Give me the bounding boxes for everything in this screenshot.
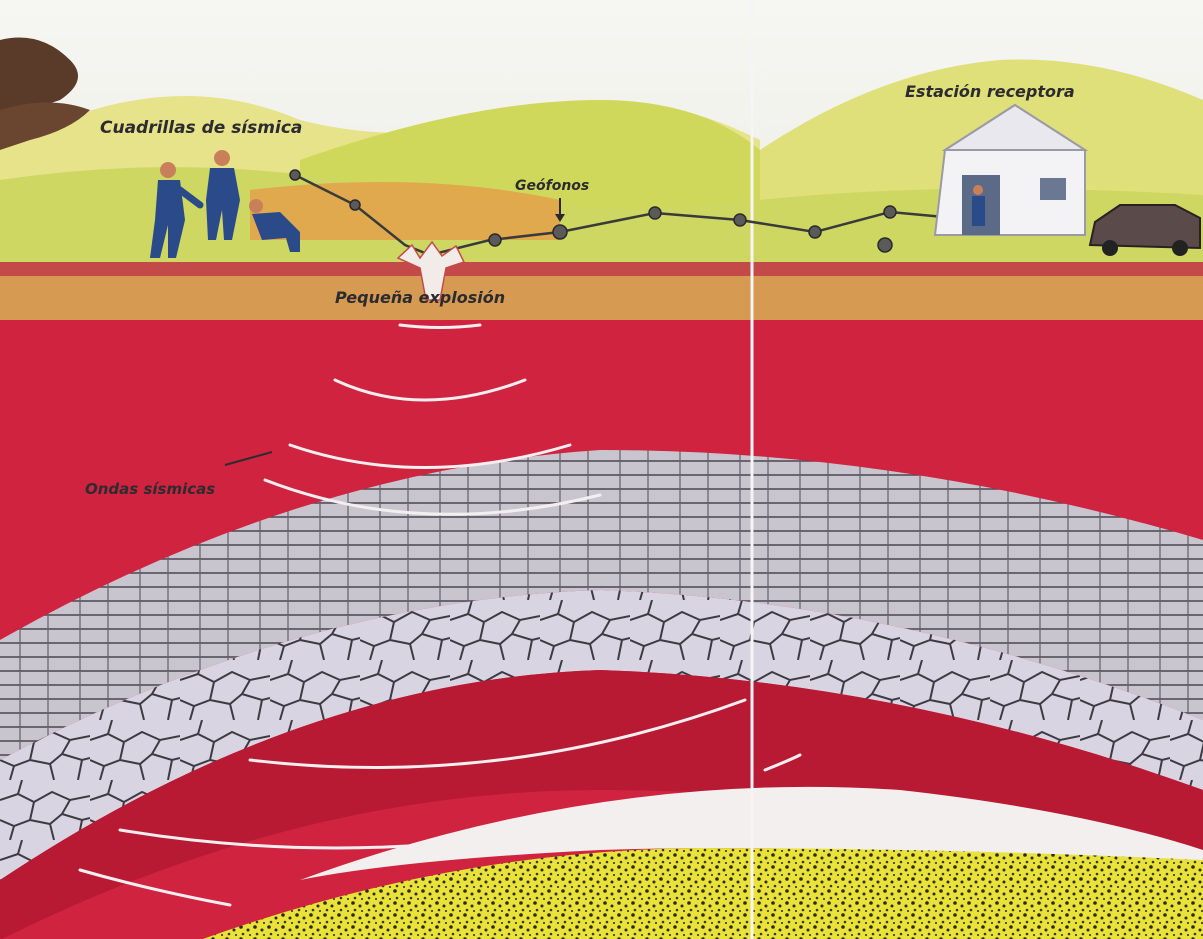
label-geophones: Geófonos bbox=[515, 178, 589, 194]
surface-line bbox=[0, 262, 1203, 276]
label-seismic-crews: Cuadrillas de sísmica bbox=[100, 118, 302, 138]
label-receiving-station: Estación receptora bbox=[905, 82, 1075, 101]
topsoil-layer bbox=[0, 276, 1203, 326]
label-small-explosion: Pequeña explosión bbox=[335, 288, 505, 307]
label-sound-waves: Ondas sísmicas bbox=[85, 480, 215, 498]
